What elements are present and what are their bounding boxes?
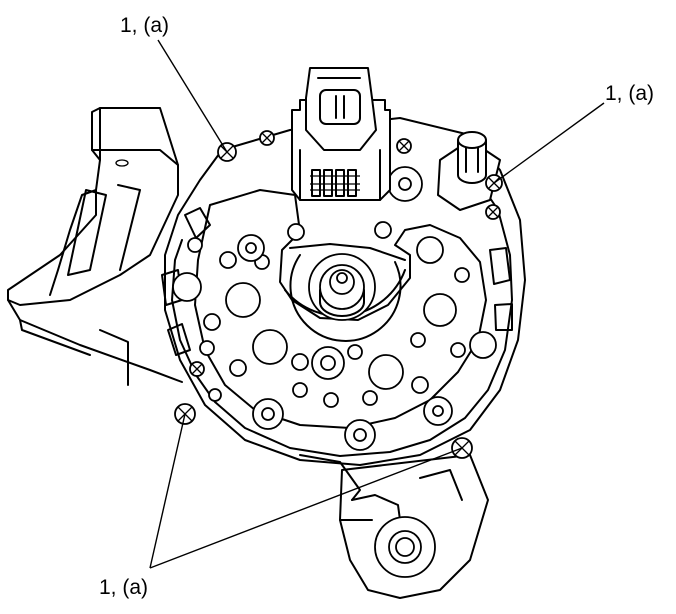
rectifier-plate xyxy=(172,166,497,451)
connector-terminals xyxy=(310,169,360,197)
lower-mounting-ear xyxy=(339,454,489,599)
callout-label-top-right: 1, (a) xyxy=(605,82,655,105)
wiring-connector xyxy=(291,67,391,201)
callout-label-bottom-left: 1, (a) xyxy=(99,576,149,599)
leader-bottom-left-a xyxy=(149,413,186,569)
screw-top-mid xyxy=(396,138,412,154)
rotor-shaft xyxy=(308,253,376,321)
screw-right xyxy=(485,204,501,220)
mounting-bracket xyxy=(7,107,183,386)
leader-top-left xyxy=(157,39,228,153)
callout-label-top-left: 1, (a) xyxy=(120,14,170,37)
b-terminal-stud xyxy=(437,131,501,211)
screw-left xyxy=(189,361,205,377)
leader-bottom-left-b xyxy=(149,447,463,569)
leader-top-right xyxy=(493,102,605,184)
screw-top xyxy=(259,130,275,146)
